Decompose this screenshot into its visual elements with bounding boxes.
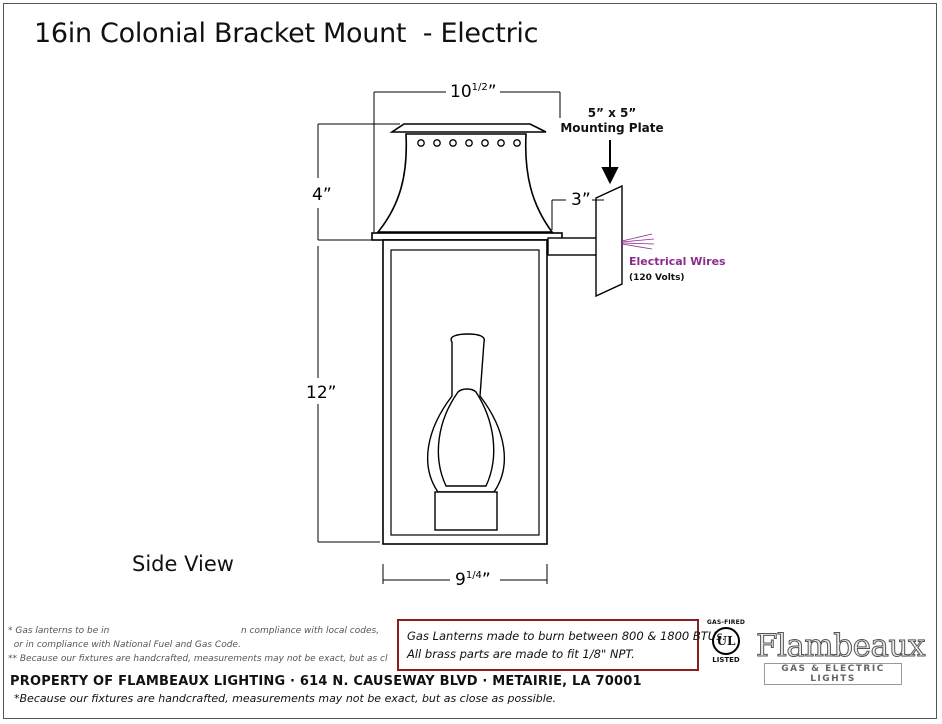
notice-line: All brass parts are made to fit 1/8" NPT…: [407, 647, 635, 661]
voltage-label: (120 Volts): [629, 273, 685, 283]
footnote: or in compliance with National Fuel and …: [8, 640, 241, 650]
bottom-width-label: 91/4”: [455, 570, 491, 590]
wires-icon: [621, 233, 655, 250]
mounting-plate-text: Mounting Plate: [560, 121, 664, 135]
footnote: ** Because our fixtures are handcrafted,…: [8, 654, 388, 664]
down-arrow-icon: [601, 140, 619, 185]
view-label: Side View: [132, 552, 234, 576]
cap-rim: [371, 232, 563, 241]
arm-length-dimension: [551, 199, 604, 230]
notice-box: Gas Lanterns made to burn between 800 & …: [397, 619, 726, 671]
chimney-globe: [426, 333, 506, 531]
mounting-plate-label: 5” x 5” Mounting Plate: [560, 106, 664, 136]
body-height-label: 12”: [306, 383, 336, 403]
cap-height-label: 4”: [312, 185, 332, 205]
cap-height-dimension: [317, 123, 400, 241]
page-border: [3, 3, 937, 719]
ul-badge-bottom: LISTED: [712, 656, 740, 664]
ul-listed-badge: GAS-FIRED UL LISTED: [706, 619, 746, 671]
property-line: PROPERTY OF FLAMBEAUX LIGHTING · 614 N. …: [10, 674, 642, 689]
bottom-width-dimension: [382, 564, 548, 584]
top-width-label: 101/2”: [450, 82, 497, 102]
ul-logo-icon: UL: [712, 627, 740, 655]
vent-holes: [417, 139, 521, 147]
mounting-plate: [595, 184, 623, 298]
lantern-cap: [376, 123, 554, 233]
flambeaux-logo: Flambeaux GAS & ELECTRIC LIGHTS: [756, 628, 926, 685]
logo-name: Flambeaux: [756, 628, 926, 664]
notice-line: Gas Lanterns made to burn between 800 & …: [407, 629, 726, 643]
mounting-plate-size: 5” x 5”: [587, 106, 637, 120]
page-title: 16in Colonial Bracket Mount - Electric: [34, 18, 539, 49]
ul-badge-top: GAS-FIRED: [706, 619, 746, 626]
body-height-dimension: [317, 246, 380, 543]
footnotes: * Gas lanterns to be in n compliance wit…: [8, 624, 388, 666]
footnote: * Gas lanterns to be in n compliance wit…: [8, 626, 380, 636]
logo-tagline: GAS & ELECTRIC LIGHTS: [764, 663, 902, 685]
arm-length-label: 3”: [571, 190, 591, 210]
electrical-wires-label: Electrical Wires: [629, 255, 726, 268]
disclaimer: *Because our fixtures are handcrafted, m…: [14, 692, 557, 705]
top-width-dimension: [373, 91, 561, 232]
